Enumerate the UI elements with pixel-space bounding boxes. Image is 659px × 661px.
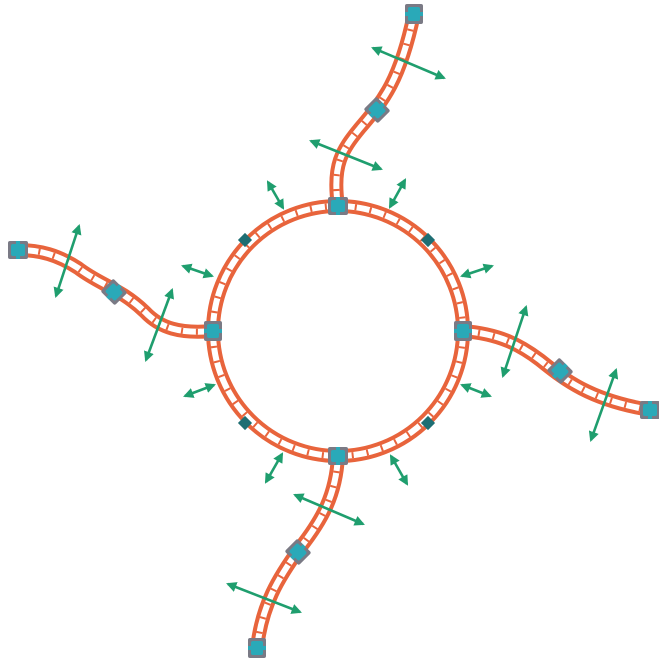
- ring-right-junction-node-stem: [454, 329, 472, 333]
- branch-bottom-end-node: [248, 638, 266, 658]
- ring-bottom-junction-node-stem: [336, 447, 340, 465]
- branch-right-end-node-stem: [648, 401, 652, 419]
- ring-right-junction-node: [454, 321, 472, 341]
- ring-top-junction-node-stem: [336, 197, 340, 215]
- nodes-layer: [8, 4, 659, 658]
- ring-arrow-3: [183, 266, 212, 276]
- arrows-layer: [56, 48, 616, 612]
- ring-arrow-2: [390, 180, 405, 207]
- tracks-layer: [18, 14, 650, 648]
- ring-arrow-1: [268, 182, 283, 208]
- ring-arrow-7: [266, 454, 282, 482]
- ring-left-junction-node: [204, 321, 222, 341]
- ring-arrow-5: [185, 385, 214, 396]
- branch-left-end-node-stem: [16, 241, 20, 259]
- branch-top-end-node: [405, 4, 423, 24]
- branch-top-end-node-stem: [405, 12, 423, 16]
- ring-arrow-8: [391, 456, 407, 484]
- ring-arrow-4: [462, 266, 492, 276]
- branch-left-end-node: [8, 241, 28, 259]
- ring-bottom-junction-node: [328, 447, 348, 465]
- branch-right-end-node: [640, 401, 659, 419]
- branch-bottom-end-node-stem: [248, 646, 266, 650]
- ring-arrow-6: [462, 385, 490, 396]
- ring-left-junction-node-stem: [204, 329, 222, 333]
- ring-top-junction-node: [328, 197, 348, 215]
